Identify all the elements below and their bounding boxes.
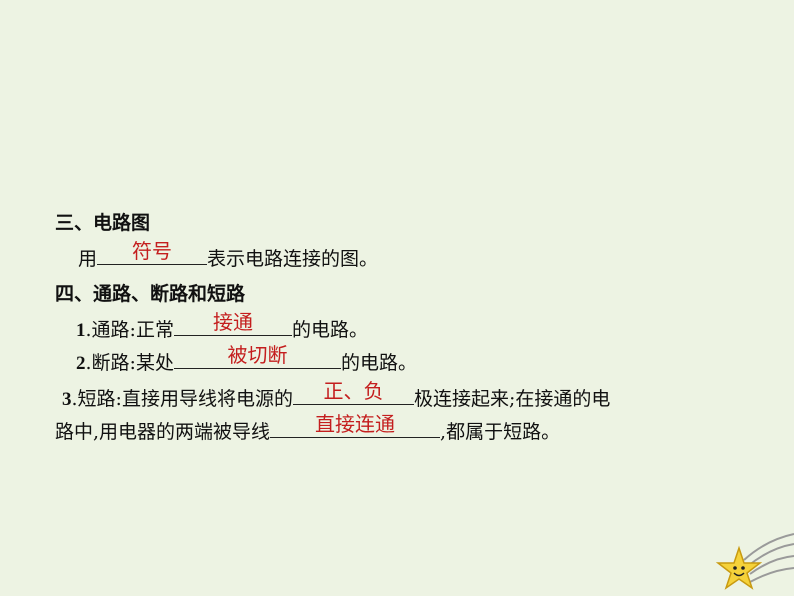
blank-answer: 符号 [132, 239, 173, 263]
fill-blank: 直接连通 [270, 412, 441, 438]
item1-text-before: .通路:正常 [85, 319, 174, 341]
item2-text-after: 的电路。 [340, 352, 417, 374]
blank-answer: 被切断 [227, 343, 288, 367]
section3-prefix: 用 [78, 248, 98, 270]
fill-blank: 被切断 [173, 343, 341, 369]
fill-blank: 接通 [173, 310, 292, 336]
item1-line: 1.通路:正常 接通 的电路。 [76, 310, 368, 345]
item3-line2-before: 路中,用电器的两端被导线 [55, 421, 271, 443]
fill-blank: 符号 [97, 239, 208, 265]
star-body [715, 545, 763, 590]
item3-number: 3 [62, 389, 72, 410]
item2-text-before: .断路:某处 [85, 352, 174, 374]
section3-heading: 三、电路图 [55, 212, 151, 234]
item3-line2: 路中,用电器的两端被导线 直接连通 ,都属于短路。 [55, 412, 561, 446]
section3-suffix: 表示电路连接的图。 [207, 248, 379, 270]
item3-line2-after: ,都属于短路。 [440, 421, 561, 443]
section4-heading: 四、通路、断路和短路 [55, 283, 246, 305]
item3-line1: 3.短路:直接用导线将电源的 正、负 极连接起来;在接通的电 [62, 379, 611, 414]
item1-number: 1 [76, 320, 86, 341]
blank-answer: 正、负 [323, 379, 384, 403]
smiling-star-icon [715, 533, 794, 590]
blank-answer: 接通 [212, 310, 253, 334]
blank-answer: 直接连通 [315, 412, 396, 436]
item3-text-mid: 极连接起来;在接通的电 [413, 388, 611, 410]
item2-number: 2 [76, 353, 86, 374]
item2-line: 2.断路:某处 被切断 的电路。 [76, 343, 417, 378]
fill-blank: 正、负 [292, 379, 414, 405]
item1-text-after: 的电路。 [291, 319, 368, 341]
section3-line: 用 符号 表示电路连接的图。 [78, 239, 379, 273]
item3-text-before: .短路:直接用导线将电源的 [71, 388, 293, 410]
